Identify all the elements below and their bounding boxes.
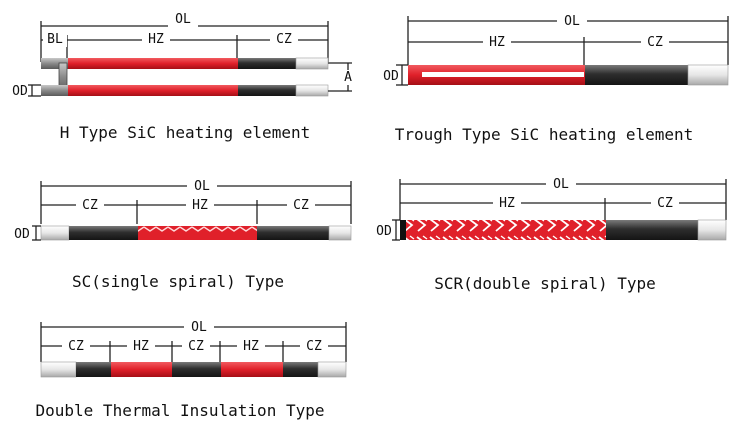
cz-label: CZ [293, 198, 309, 213]
h-type-element: OL BL HZ CZ OD A H Type SiC heating [12, 11, 355, 142]
caption-trough-type: Trough Type SiC heating element [395, 125, 694, 144]
caption-sc-type: SC(single spiral) Type [72, 272, 284, 291]
caption-h-type: H Type SiC heating element [60, 123, 310, 142]
caption-double-insulation: Double Thermal Insulation Type [36, 401, 325, 420]
hz-label: HZ [192, 198, 208, 213]
cold-zone [283, 362, 318, 377]
cz-label: CZ [68, 339, 84, 354]
cz-label: CZ [82, 198, 98, 213]
hz-label: HZ [133, 339, 149, 354]
cz-label: CZ [276, 32, 292, 47]
hot-zone [111, 362, 172, 377]
terminal [687, 64, 729, 86]
bl-label: BL [47, 32, 63, 47]
cold-zone [238, 58, 296, 69]
cold-zone [76, 362, 111, 377]
terminal [328, 225, 352, 241]
hot-zone [68, 85, 238, 96]
hz-label: HZ [243, 339, 259, 354]
od-label: OD [383, 69, 399, 84]
cz-label: CZ [647, 35, 663, 50]
cold-zone [69, 226, 138, 240]
end-cap [400, 220, 406, 240]
ol-label: OL [564, 14, 580, 29]
cz-label: CZ [306, 339, 322, 354]
spiral-hot-zone [138, 226, 257, 240]
sc-single-spiral-element: OL CZ HZ CZ OD SC(single spiral) Type [14, 177, 352, 291]
terminal [697, 219, 727, 241]
hot-zone [221, 362, 283, 377]
hz-label: HZ [499, 196, 515, 211]
a-label: A [344, 70, 352, 85]
scr-double-spiral-element: OL HZ CZ OD SCR(double spiral) Type [376, 175, 727, 293]
cold-zone [257, 226, 329, 240]
cz-label: CZ [188, 339, 204, 354]
terminal [40, 361, 77, 378]
cz-label: CZ [657, 196, 673, 211]
hz-label: HZ [148, 32, 164, 47]
double-thermal-insulation-element: OL CZ HZ CZ HZ CZ Double Thermal Insulat… [36, 318, 347, 420]
terminal [40, 225, 70, 241]
caption-scr-type: SCR(double spiral) Type [434, 274, 656, 293]
ol-label: OL [553, 177, 569, 192]
trough-slot [422, 72, 584, 77]
bridge-end [41, 58, 68, 69]
cold-zone [172, 362, 221, 377]
double-spiral-hot-zone [406, 220, 606, 240]
od-label: OD [376, 224, 392, 239]
terminal [295, 57, 329, 70]
od-label: OD [12, 84, 28, 99]
terminal [295, 84, 329, 97]
cold-zone [238, 85, 296, 96]
ol-label: OL [175, 12, 191, 27]
trough-type-element: OL HZ CZ OD Trough Type SiC heating elem… [383, 12, 729, 144]
cold-zone [585, 65, 688, 85]
hot-zone [68, 58, 238, 69]
cold-zone [606, 220, 698, 240]
hz-label: HZ [489, 35, 505, 50]
od-label: OD [14, 227, 30, 242]
ol-label: OL [194, 179, 210, 194]
terminal [317, 361, 347, 378]
ol-label: OL [191, 320, 207, 335]
